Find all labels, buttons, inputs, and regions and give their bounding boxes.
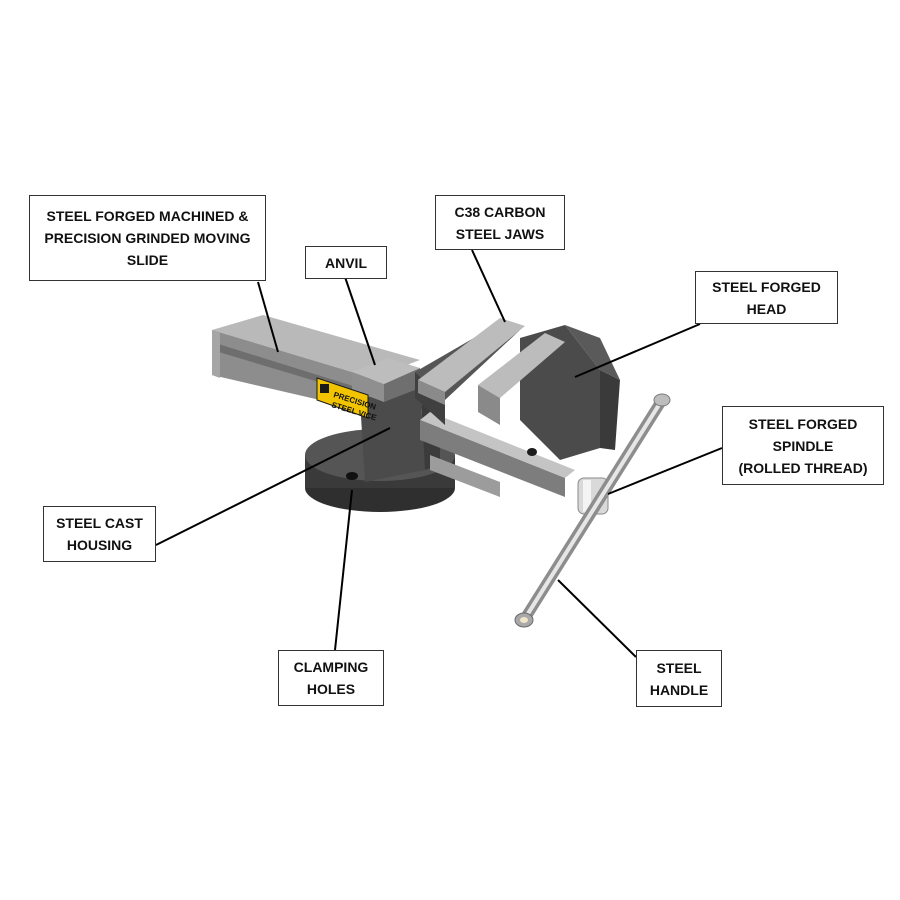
t-handle bbox=[514, 393, 671, 628]
leader-head bbox=[574, 323, 701, 378]
guide-rail bbox=[420, 412, 575, 497]
leader-moving-slide bbox=[257, 281, 279, 353]
leader-handle bbox=[557, 579, 637, 658]
leader-jaws bbox=[471, 249, 506, 323]
label-clamping-holes: CLAMPING HOLES bbox=[278, 650, 384, 706]
leader-clamping-holes bbox=[334, 489, 353, 651]
label-jaws: C38 CARBON STEEL JAWS bbox=[435, 195, 565, 250]
jaw-plates bbox=[418, 318, 565, 425]
label-handle: STEEL HANDLE bbox=[636, 650, 722, 707]
leader-anvil bbox=[344, 276, 376, 366]
label-head: STEEL FORGED HEAD bbox=[695, 271, 838, 324]
label-spindle: STEEL FORGED SPINDLE (ROLLED THREAD) bbox=[722, 406, 884, 485]
precision-badge: PRECISION STEEL VICE bbox=[316, 377, 378, 423]
leader-spindle bbox=[607, 447, 723, 495]
label-anvil: ANVIL bbox=[305, 246, 387, 279]
clamping-hole bbox=[346, 472, 358, 480]
leader-lines bbox=[155, 249, 723, 658]
vise-illustration: PRECISION STEEL VICE bbox=[212, 315, 671, 628]
label-moving-slide: STEEL FORGED MACHINED & PRECISION GRINDE… bbox=[29, 195, 266, 281]
label-housing: STEEL CAST HOUSING bbox=[43, 506, 156, 562]
anvil bbox=[352, 358, 420, 402]
leader-housing bbox=[155, 427, 391, 546]
